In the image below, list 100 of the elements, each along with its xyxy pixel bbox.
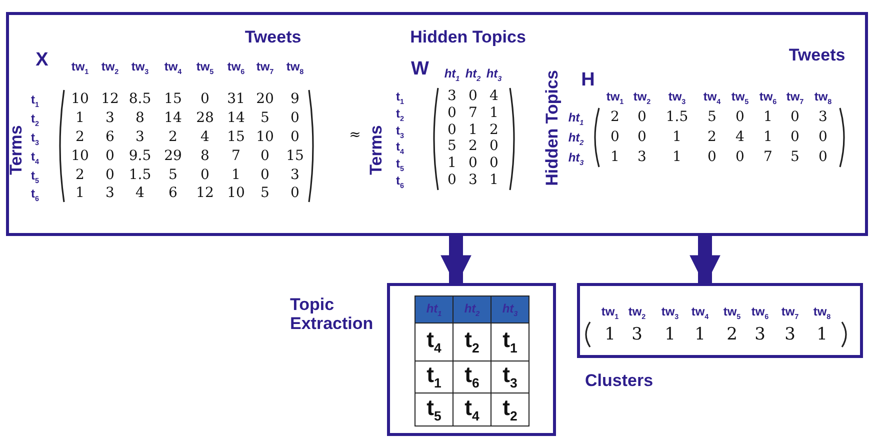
matrix-value: 2 — [490, 123, 498, 137]
matrix-value: 5 — [708, 110, 716, 124]
matrix-value: 0 — [638, 110, 646, 124]
matrix-value: 1 — [672, 130, 682, 144]
matrix-value: 8 — [200, 149, 210, 163]
column-header: tw$_{3}$ — [668, 90, 686, 106]
matrix-value: 0 — [290, 130, 300, 144]
cluster-value: 1 — [816, 326, 828, 344]
term-entry: t$_{6}$ — [464, 364, 480, 390]
column-header: tw$_{6}$ — [227, 60, 245, 76]
column-header: tw$_{7}$ — [786, 90, 804, 106]
matrix-value: 20 — [256, 92, 274, 106]
matrix-value: 0 — [468, 89, 478, 103]
matrix-value: 31 — [227, 92, 245, 106]
matrix-value: 12 — [196, 186, 214, 200]
matrix-value: 0 — [736, 150, 744, 164]
column-header: tw$_{2}$ — [101, 60, 119, 76]
matrix-value: 0 — [818, 150, 828, 164]
matrix-value: 1.5 — [666, 110, 688, 124]
column-header: tw$_{5}$ — [731, 90, 749, 106]
matrix-value: 0 — [260, 149, 270, 163]
matrix-value: 0 — [638, 130, 646, 144]
caption-text: Clusters — [585, 372, 654, 391]
column-header: tw$_{3}$ — [131, 60, 149, 76]
matrix-value: 0 — [448, 173, 456, 187]
matrix-value: 1 — [232, 168, 240, 182]
row-header: t$_{5}$ — [31, 170, 39, 184]
matrix-value: 0 — [200, 92, 210, 106]
column-header: tw$_{1}$ — [601, 306, 619, 320]
matrix-value: 0 — [468, 156, 478, 170]
cluster-value: 2 — [726, 326, 738, 344]
matrix-value: 1.5 — [128, 168, 152, 182]
matrix-value: 2 — [468, 139, 478, 153]
matrix-value: 0 — [790, 110, 800, 124]
matrix-value: 0 — [290, 111, 300, 125]
cluster-value: 1 — [664, 326, 676, 344]
matrix-value: 1 — [490, 106, 498, 120]
matrix-value: 10 — [71, 92, 89, 106]
matrix-value: 4 — [136, 186, 144, 200]
matrix-value: 4 — [736, 130, 744, 144]
matrix-value: 9 — [290, 92, 300, 106]
matrix-value: 8 — [136, 111, 144, 125]
topic-header: ht$_{3}$ — [502, 302, 518, 318]
column-header: tw$_{1}$ — [606, 90, 624, 106]
matrix-value: 3 — [290, 168, 300, 182]
matrix-value: 0 — [200, 168, 210, 182]
matrix-value: 0 — [790, 130, 800, 144]
cluster-value: 1 — [694, 326, 706, 344]
matrix-value: 4 — [490, 89, 498, 103]
cluster-value: 3 — [784, 326, 796, 344]
matrix-value: 1 — [76, 111, 84, 125]
matrix-value: 29 — [164, 149, 182, 163]
axis-title: Tweets — [788, 46, 846, 64]
matrix-value: 5 — [448, 139, 456, 153]
matrix-value: 15 — [164, 92, 182, 106]
row-header: ht$_{2}$ — [568, 132, 584, 146]
column-header: tw$_{1}$ — [71, 60, 89, 76]
matrix-value: 4 — [200, 130, 210, 144]
row-header: t$_{4}$ — [396, 140, 404, 156]
matrix-value: 0 — [708, 150, 716, 164]
cluster-panel — [577, 283, 863, 358]
column-header: tw$_{4}$ — [703, 90, 721, 106]
matrix-value: 14 — [227, 111, 245, 125]
matrix-value: 0 — [448, 106, 456, 120]
matrix-value: 2 — [610, 110, 620, 124]
row-header: t$_{1}$ — [31, 94, 39, 108]
matrix-value: 2 — [76, 168, 84, 182]
matrix-value: 1 — [468, 123, 478, 137]
row-header: t$_{3}$ — [31, 132, 39, 146]
matrix-value: 3 — [136, 130, 144, 144]
matrix-value: 1 — [764, 110, 772, 124]
matrix-value: 3 — [468, 173, 478, 187]
matrix-value: 3 — [638, 150, 646, 164]
topic-header: ht$_{1}$ — [426, 302, 442, 318]
term-entry: t$_{2}$ — [502, 397, 518, 423]
axis-title: Hidden Topics — [544, 70, 560, 186]
axis-title: Terms — [368, 125, 384, 175]
matrix-value: 1 — [764, 130, 772, 144]
row-header: t$_{2}$ — [396, 108, 404, 122]
matrix-value: 7 — [468, 106, 478, 120]
cluster-value: 3 — [632, 326, 642, 344]
matrix-value: 0 — [736, 110, 744, 124]
matrix-value: 5 — [260, 186, 270, 200]
matrix-value: 7 — [232, 149, 240, 163]
matrix-value: 10 — [71, 149, 89, 163]
matrix-value: 3 — [448, 89, 456, 103]
axis-title: Hidden Topics — [410, 28, 526, 46]
matrix-value: 0 — [106, 149, 114, 163]
term-entry: t$_{4}$ — [426, 329, 442, 355]
matrix-value: 0 — [490, 156, 498, 170]
matrix-name: H — [581, 70, 595, 90]
matrix-value: 12 — [101, 92, 119, 106]
matrix-value: 3 — [106, 111, 114, 125]
matrix-value: 1 — [490, 173, 498, 187]
matrix-panel — [6, 12, 868, 236]
axis-title: Tweets — [244, 28, 302, 46]
matrix-value: 2 — [708, 130, 716, 144]
matrix-value: 0 — [610, 130, 620, 144]
column-header: tw$_{7}$ — [256, 60, 274, 76]
row-header: t$_{6}$ — [31, 188, 39, 202]
